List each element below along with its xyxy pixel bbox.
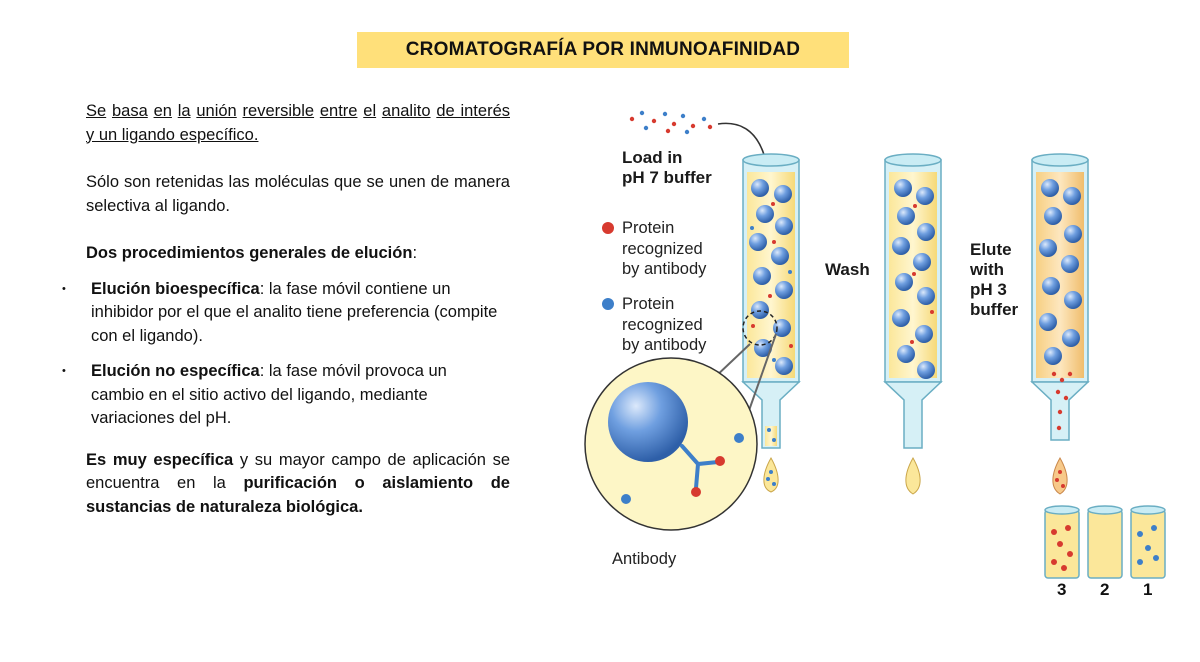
word: la bbox=[177, 102, 191, 120]
bullet-item-3: Dos procedimientos generales de elución: bbox=[48, 242, 510, 266]
immunoaffinity-figure: Load in pH 7 buffer Protein recognized b… bbox=[570, 96, 1170, 616]
sub-bold: Elución no específica bbox=[91, 362, 260, 380]
sub-text: : la fase móvil contiene un inhibidor po… bbox=[91, 279, 498, 345]
legend-line: recognized bbox=[622, 239, 703, 258]
tube-number-2: 2 bbox=[1100, 580, 1110, 599]
legend-red-protein: Protein recognized by antibody bbox=[622, 218, 706, 280]
legend-line: recognized bbox=[622, 315, 703, 334]
slide-title: CROMATOGRAFÍA POR INMUNOAFINIDAD bbox=[357, 32, 849, 68]
column-wash bbox=[883, 153, 943, 495]
bullet-item-4: Es muy específica y su mayor campo de ap… bbox=[48, 449, 510, 520]
legend-line: by antibody bbox=[622, 336, 707, 354]
word: analito bbox=[381, 102, 431, 120]
elute-label-line: with bbox=[970, 260, 1004, 279]
figure-illustration bbox=[584, 110, 1166, 579]
word: unión bbox=[196, 102, 237, 120]
word: de interés y un ligando específico. bbox=[86, 102, 510, 144]
sub-item-2: • Elución no específica: la fase móvil p… bbox=[48, 360, 510, 431]
bullet-bold-2: purificación o aislamiento de sustancias… bbox=[86, 474, 510, 516]
bullet-bold: Dos procedimientos generales de elución bbox=[86, 244, 413, 262]
sub-bullet-marker: • bbox=[62, 282, 66, 295]
word: el bbox=[363, 102, 377, 120]
tube-number-1: 1 bbox=[1143, 580, 1153, 599]
legend-line: Protein bbox=[622, 219, 675, 237]
legend-line: by antibody bbox=[622, 260, 707, 278]
sub-bold: Elución bioespecífica bbox=[91, 279, 260, 298]
bullet-text: Sólo son retenidas las moléculas que se … bbox=[86, 173, 510, 215]
red-protein-legend-dot bbox=[602, 222, 614, 234]
sub-item-1: • Elución bioespecífica: la fase móvil c… bbox=[48, 278, 510, 349]
bullet-text: y su mayor campo de aplicación se encuen… bbox=[86, 450, 510, 493]
elute-label-line: buffer bbox=[970, 300, 1019, 319]
elute-label-line: pH 3 bbox=[970, 280, 1007, 299]
sub-bullet-marker: • bbox=[62, 365, 66, 377]
protein-dots bbox=[629, 110, 713, 135]
word: entre bbox=[319, 102, 358, 120]
tube-number-3: 3 bbox=[1057, 580, 1067, 599]
elute-label: Elute with pH 3 buffer bbox=[970, 240, 1018, 320]
word: Se bbox=[86, 102, 107, 120]
legend-line: Protein bbox=[622, 295, 675, 313]
word: en bbox=[153, 102, 172, 120]
sub-text: : la fase móvil provoca un cambio en el … bbox=[91, 362, 447, 427]
bullet-bold: Es muy específica bbox=[86, 450, 234, 469]
antibody-zoom bbox=[584, 310, 778, 531]
word: reversible bbox=[242, 102, 315, 120]
legend-blue-protein: Protein recognized by antibody bbox=[622, 294, 706, 356]
word: basa bbox=[111, 102, 148, 120]
collection-tubes bbox=[1044, 505, 1166, 579]
bullet-item-1: Se basa en la unión reversible entre el … bbox=[48, 100, 510, 147]
bullet-item-2: Sólo son retenidas las moléculas que se … bbox=[48, 171, 510, 218]
load-label: Load in pH 7 buffer bbox=[622, 148, 712, 188]
load-label-line: pH 7 buffer bbox=[622, 168, 712, 187]
elute-label-line: Elute bbox=[970, 240, 1012, 259]
load-label-line: Load in bbox=[622, 148, 683, 167]
bullet-text: : bbox=[412, 244, 418, 262]
wash-label: Wash bbox=[825, 260, 870, 279]
antibody-label: Antibody bbox=[612, 550, 677, 568]
slide-text: Se basa en la unión reversible entre el … bbox=[48, 100, 510, 519]
blue-protein-legend-dot bbox=[602, 298, 614, 310]
column-elute bbox=[1030, 153, 1090, 495]
